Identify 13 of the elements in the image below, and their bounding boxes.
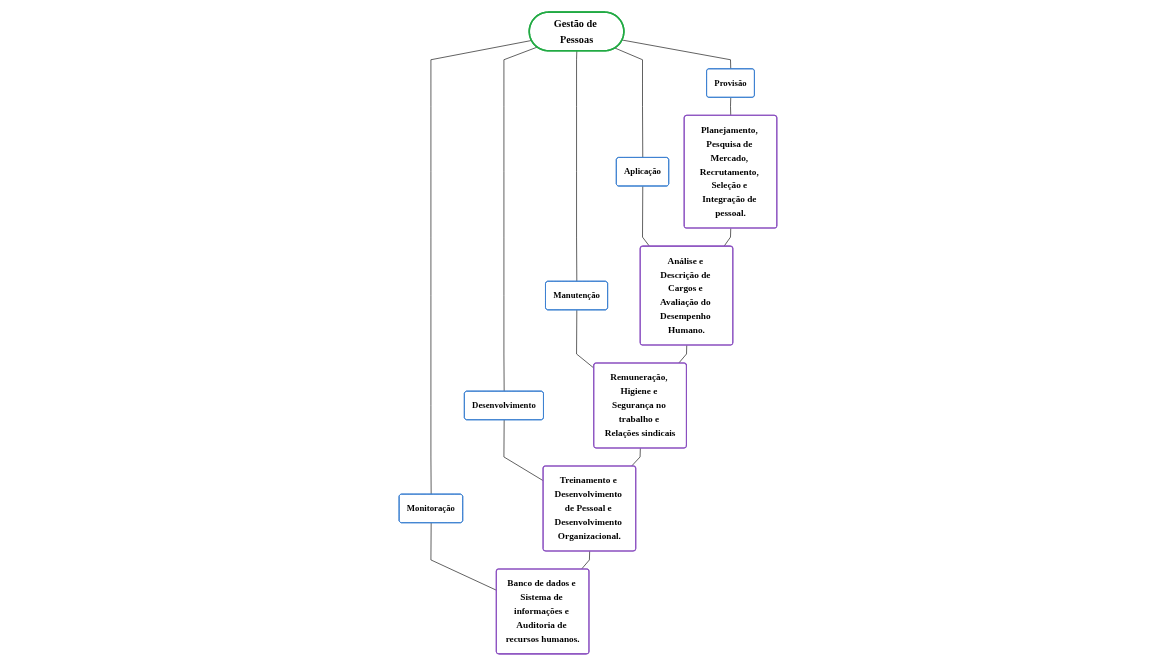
connector [503,46,538,392]
connector [503,419,544,482]
connector [430,522,497,591]
connector [621,39,732,70]
connector [730,97,732,116]
connector [631,447,641,467]
connector [430,40,533,495]
connector [678,344,688,364]
connector [581,550,591,570]
connector [614,47,644,159]
connector [576,50,578,282]
connector [642,185,650,247]
connector [723,227,732,247]
